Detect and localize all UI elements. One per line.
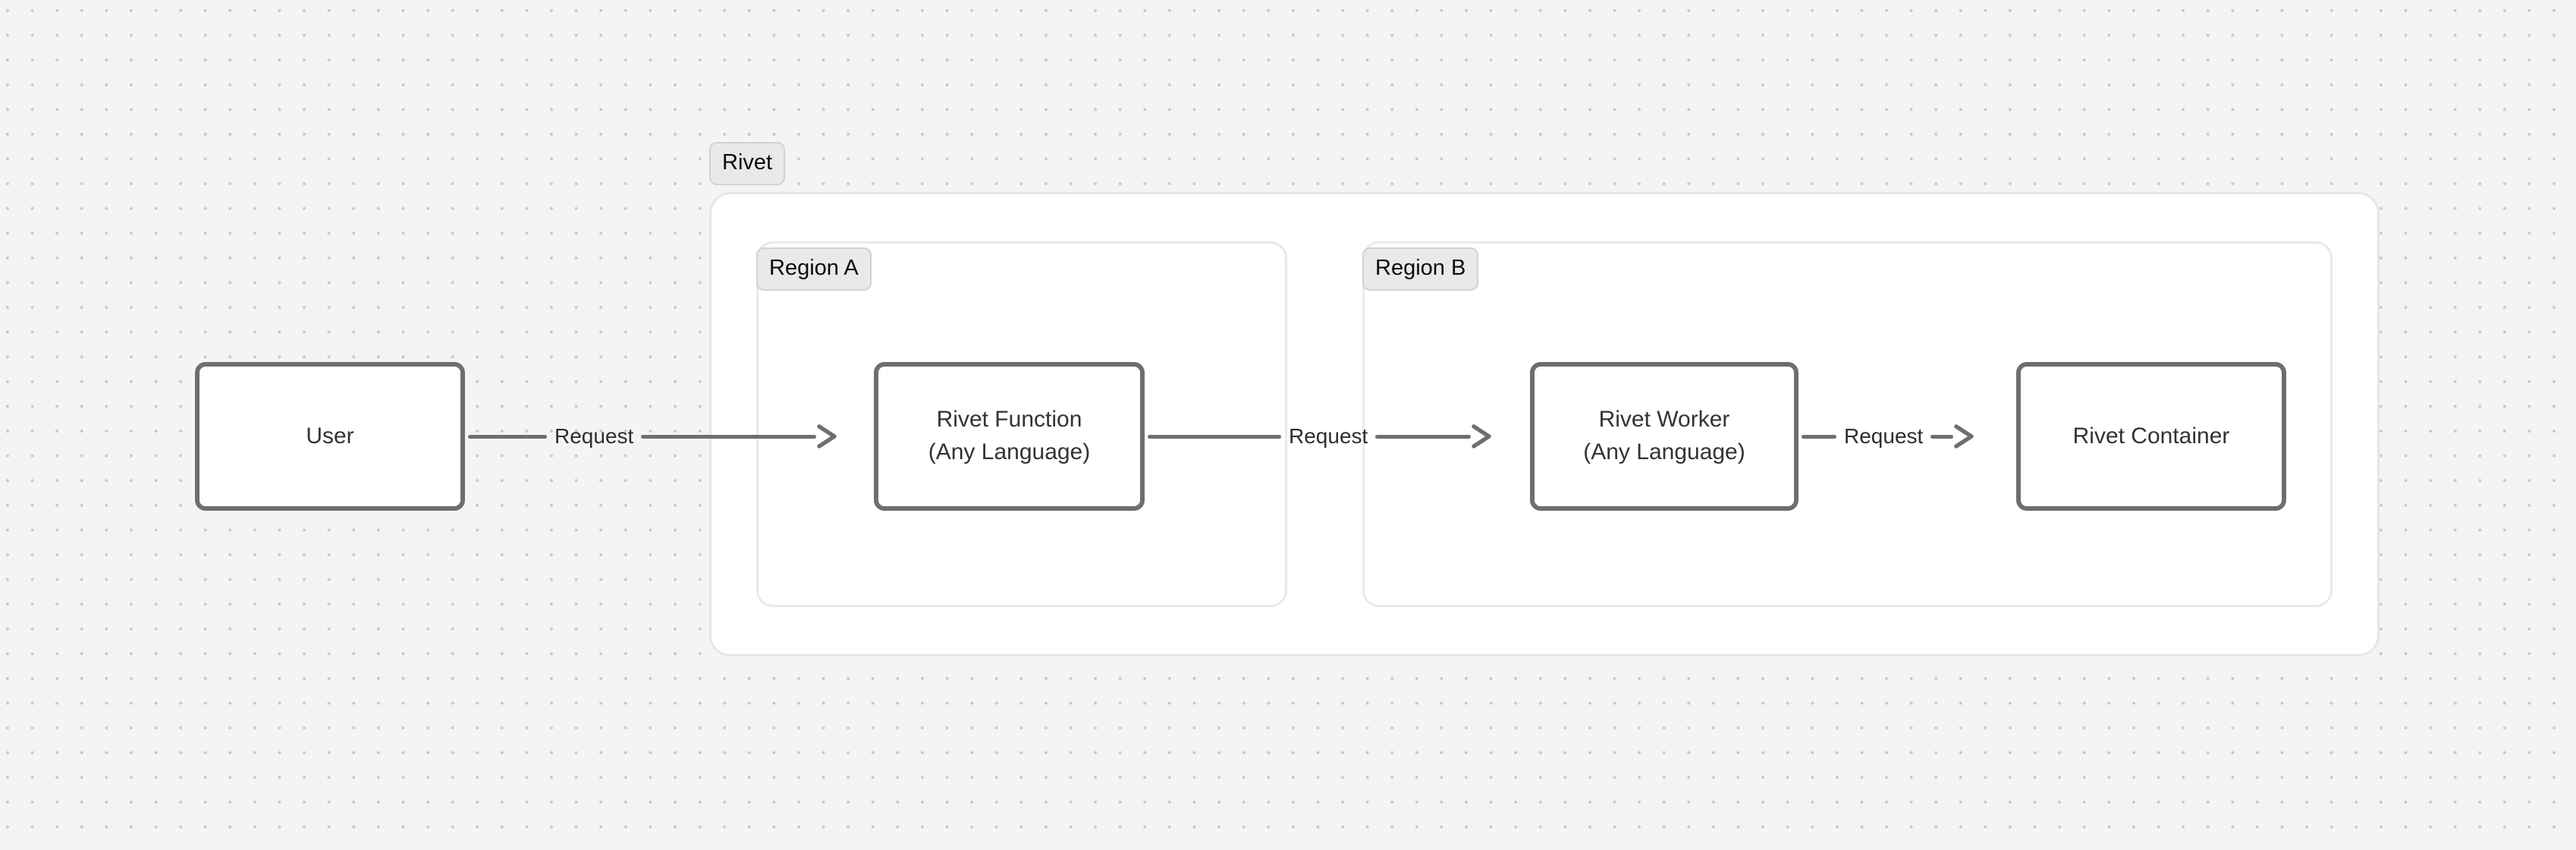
group-label-region-b: Region B — [1362, 247, 1479, 291]
node-user[interactable]: User — [195, 362, 465, 511]
group-label-region-a: Region A — [756, 247, 872, 291]
node-rivet-worker-sublabel: (Any Language) — [1583, 439, 1745, 464]
edge-line-segment — [468, 434, 547, 439]
node-rivet-worker-label: Rivet Worker — [1598, 407, 1730, 433]
group-label-rivet: Rivet — [709, 142, 786, 185]
edge-rivet-function-to-rivet-worker[interactable]: Request — [1148, 421, 1530, 452]
edge-label-request: Request — [1844, 424, 1924, 448]
chevron-right-icon — [815, 421, 840, 452]
chevron-right-icon — [1952, 421, 1978, 452]
edge-user-to-rivet-function[interactable]: Request — [468, 421, 874, 452]
node-rivet-container-label: Rivet Container — [2072, 423, 2230, 449]
edge-rivet-worker-to-rivet-container[interactable]: Request — [1802, 421, 2016, 452]
node-user-label: User — [306, 423, 354, 449]
node-rivet-function[interactable]: Rivet Function (Any Language) — [874, 362, 1145, 511]
edge-line-segment — [1930, 434, 1954, 439]
edge-label-request: Request — [554, 424, 634, 448]
chevron-right-icon — [1469, 421, 1495, 452]
edge-line-segment — [1375, 434, 1472, 439]
node-rivet-worker[interactable]: Rivet Worker (Any Language) — [1530, 362, 1798, 511]
edge-label-request: Request — [1289, 424, 1368, 448]
edge-line-segment — [1148, 434, 1281, 439]
node-rivet-container[interactable]: Rivet Container — [2016, 362, 2286, 511]
node-rivet-function-label: Rivet Function — [936, 407, 1082, 433]
edge-line-segment — [1802, 434, 1836, 439]
edge-line-segment — [641, 434, 817, 439]
node-rivet-function-sublabel: (Any Language) — [928, 439, 1091, 464]
